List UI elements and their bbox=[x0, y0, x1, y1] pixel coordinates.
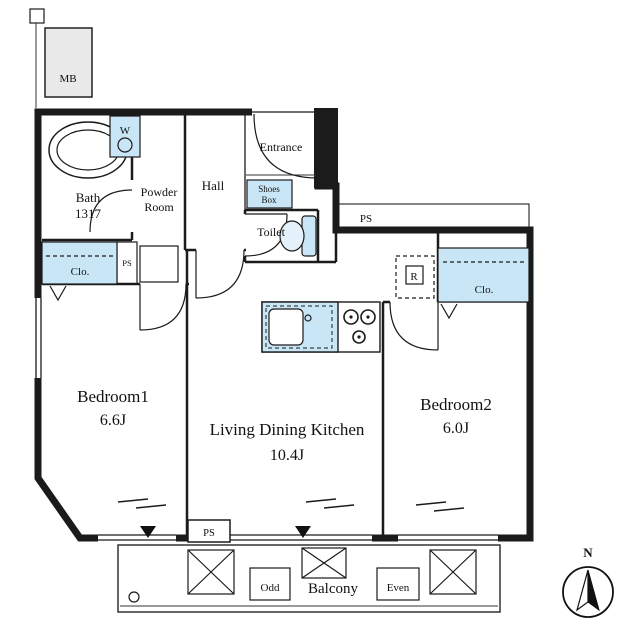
bedroom2-door-arc bbox=[389, 301, 439, 351]
odd-hatch-box bbox=[249, 567, 291, 601]
meter-box-label: MB bbox=[59, 73, 76, 85]
ldk-label: Living Dining Kitchen bbox=[210, 420, 365, 439]
stove-icon bbox=[343, 309, 376, 344]
toilet-label: Toilet bbox=[257, 225, 285, 239]
bath-size-label: 1317 bbox=[75, 206, 102, 221]
ldk-size-label: 10.4J bbox=[270, 447, 304, 464]
ps-bottom-label: PS bbox=[203, 528, 215, 539]
even-label: Even bbox=[387, 582, 410, 594]
sliding-window-marks bbox=[117, 498, 465, 512]
closet-left-door-mark bbox=[49, 285, 67, 302]
washer-label: W bbox=[120, 125, 131, 137]
shoes-box-label2: Box bbox=[261, 195, 277, 205]
meter-box: MB bbox=[29, 8, 93, 108]
bedroom1-door-arc bbox=[139, 283, 187, 331]
pipe-space-top: PS bbox=[337, 203, 530, 231]
marker-triangle-icon bbox=[295, 526, 311, 538]
closet-right-label: Clo. bbox=[475, 284, 494, 296]
marker-triangle-icon bbox=[140, 526, 156, 538]
door-swings bbox=[89, 113, 439, 351]
ldk-door-arc bbox=[195, 249, 245, 299]
pipe-space-bottom: PS bbox=[187, 519, 231, 543]
toilet-door-arc bbox=[244, 213, 288, 257]
bath-label: Bath bbox=[76, 190, 101, 205]
fridge-label: R bbox=[410, 271, 418, 283]
north-label: N bbox=[583, 545, 593, 560]
hatch-box-icon bbox=[187, 549, 235, 595]
kitchen-counter bbox=[261, 301, 381, 353]
toilet-icon bbox=[279, 215, 317, 257]
hatch-box-icon bbox=[429, 549, 477, 595]
fridge-space: R bbox=[395, 255, 435, 299]
washer-icon: W bbox=[109, 115, 141, 158]
closet-right-door-mark bbox=[440, 303, 458, 320]
compass-icon: N bbox=[562, 545, 614, 618]
powder-room-label1: Powder bbox=[141, 185, 178, 199]
hatch-box-icon bbox=[301, 547, 347, 579]
entrance-door-arc bbox=[253, 113, 319, 179]
shoes-box-label1: Shoes bbox=[258, 184, 280, 194]
entrance-label: Entrance bbox=[260, 140, 303, 154]
bedroom1-size-label: 6.6J bbox=[100, 412, 126, 429]
bedroom2-label: Bedroom2 bbox=[420, 395, 492, 414]
windows bbox=[33, 107, 498, 543]
closet-left-label: Clo. bbox=[71, 266, 90, 278]
balcony: Odd Even Balcony bbox=[117, 544, 501, 613]
closet-right: Clo. bbox=[437, 247, 530, 303]
odd-label: Odd bbox=[261, 582, 280, 594]
sink-icon bbox=[268, 308, 312, 346]
bedroom2-size-label: 6.0J bbox=[443, 420, 469, 437]
shoes-box: Shoes Box bbox=[246, 179, 293, 209]
closet-left: Clo. bbox=[41, 241, 118, 285]
balcony-label: Balcony bbox=[308, 581, 358, 597]
even-hatch-box bbox=[376, 567, 420, 601]
bath-door-arc bbox=[89, 189, 133, 233]
hall-label: Hall bbox=[202, 178, 225, 193]
powder-room-label2: Room bbox=[144, 200, 174, 214]
bedroom1-label: Bedroom1 bbox=[77, 387, 149, 406]
ps-left-label: PS bbox=[122, 258, 132, 268]
storage-box bbox=[139, 245, 179, 283]
ps-top-label: PS bbox=[360, 213, 372, 225]
drain-icon bbox=[128, 591, 140, 603]
